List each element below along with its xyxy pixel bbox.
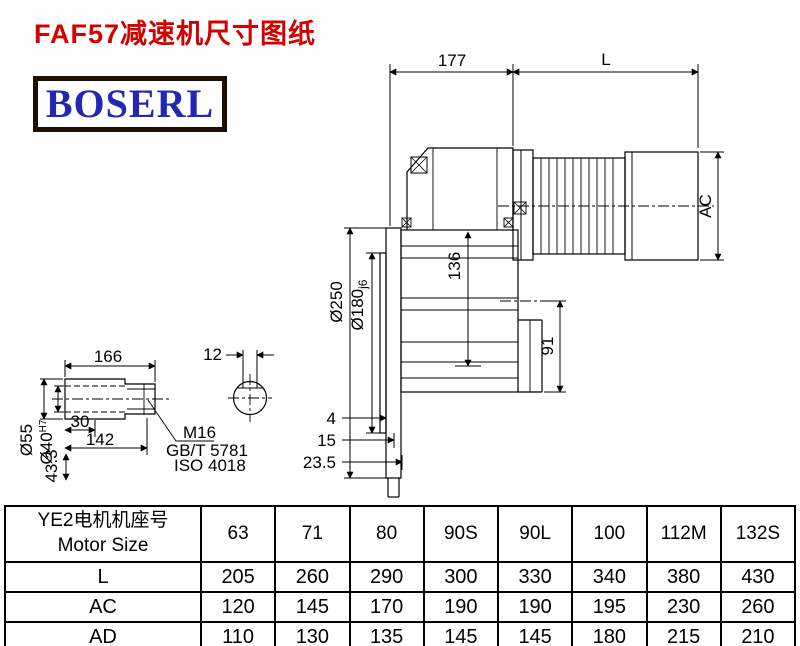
- motor-size-label-cn: YE2电机机座号: [37, 510, 169, 532]
- cell-AD: 215: [645, 621, 722, 646]
- cell-AC: 230: [645, 591, 722, 623]
- dim-30-142: [62, 418, 148, 481]
- dimension-table: YE2电机机座号 Motor Size 63 71 80 90S 90L 100…: [4, 505, 797, 646]
- table-header-motor-size: YE2电机机座号 Motor Size: [4, 505, 202, 563]
- table-col-header: 90L: [496, 505, 574, 563]
- page-title: FAF57减速机尺寸图纸: [34, 19, 317, 49]
- cell-AD: 145: [422, 621, 500, 646]
- dim-177-L: [389, 64, 699, 226]
- dim-55: [40, 378, 63, 420]
- row-label-L: L: [4, 561, 202, 593]
- cell-L: 205: [199, 561, 277, 593]
- cell-AD: 135: [348, 621, 425, 646]
- dim-label-166: 166: [94, 347, 122, 366]
- cell-L: 290: [348, 561, 425, 593]
- table-col-header: 132S: [719, 505, 797, 563]
- row-label-AC: AC: [4, 591, 202, 623]
- gearbox-adapter-outline: [401, 147, 514, 230]
- cell-AC: 260: [719, 591, 797, 623]
- dim-label-23-5: 23.5: [303, 453, 336, 472]
- dim-label-177: 177: [438, 51, 466, 70]
- dim-label-12: 12: [203, 345, 222, 364]
- table-row-AD: AD 110 130 135 145 145 180 215 210: [4, 621, 797, 646]
- shaft-end-view: [228, 374, 272, 422]
- dim-40: [54, 385, 64, 413]
- dim-label-AC: AC: [696, 194, 715, 218]
- dim-label-4: 4: [327, 409, 336, 428]
- table-col-header: 100: [571, 505, 648, 563]
- dim-166: [64, 360, 156, 382]
- cell-L: 300: [422, 561, 500, 593]
- table-col-header: 90S: [422, 505, 500, 563]
- dim-AC: [700, 151, 724, 261]
- table-col-header: 71: [274, 505, 351, 563]
- cell-AD: 145: [496, 621, 574, 646]
- cell-AD: 210: [719, 621, 797, 646]
- cell-L: 340: [571, 561, 648, 593]
- table-row-L: L 205 260 290 300 330 340 380 430: [4, 561, 797, 593]
- cell-AD: 110: [199, 621, 277, 646]
- output-flange-outline: [379, 227, 402, 498]
- motor-size-label-en: Motor Size: [57, 535, 149, 556]
- dim-91: [544, 300, 566, 393]
- cell-L: 380: [645, 561, 722, 593]
- cell-AC: 145: [274, 591, 351, 623]
- cell-AC: 170: [348, 591, 425, 623]
- dim-250: [344, 227, 386, 479]
- row-label-AD: AD: [4, 621, 202, 646]
- dim-4-15-23-5: [342, 414, 403, 470]
- table-row-AC: AC 120 145 170 190 190 195 230 260: [4, 591, 797, 623]
- cell-AC: 195: [571, 591, 648, 623]
- cell-AD: 180: [571, 621, 648, 646]
- dim-12: [226, 350, 274, 383]
- dim-label-136: 136: [445, 252, 464, 280]
- dim-label-43-3: 43.3: [42, 449, 61, 482]
- note-label-gbt5781: GB/T 5781: [166, 441, 248, 460]
- cell-L: 260: [274, 561, 351, 593]
- table-col-header: 63: [199, 505, 277, 563]
- dim-label-30: 30: [71, 412, 90, 431]
- dim-label-91: 91: [538, 337, 557, 356]
- cell-L: 430: [719, 561, 797, 593]
- dim-label-15: 15: [317, 431, 336, 450]
- shaft-side-view: [52, 378, 170, 420]
- table-col-header: 80: [348, 505, 425, 563]
- cell-L: 330: [496, 561, 574, 593]
- table-col-header: 112M: [645, 505, 722, 563]
- cell-AC: 120: [199, 591, 277, 623]
- dim-label-40: Ø40H7: [37, 419, 56, 464]
- note-label-m16: M16: [183, 423, 216, 442]
- brand-logo: BOSERL: [33, 76, 227, 132]
- dim-label-250: Ø250: [327, 281, 346, 323]
- dim-136: [455, 231, 481, 367]
- motor-outline: [498, 149, 714, 261]
- dim-180: [366, 252, 381, 434]
- cell-AD: 130: [274, 621, 351, 646]
- cell-AC: 190: [496, 591, 574, 623]
- note-label-iso4018: ISO 4018: [174, 456, 246, 475]
- dim-label-55: Ø55: [17, 424, 36, 456]
- dim-label-180: Ø180j6: [348, 279, 370, 330]
- table-header-row: YE2电机机座号 Motor Size 63 71 80 90S 90L 100…: [4, 505, 797, 563]
- dim-label-L: L: [601, 50, 610, 69]
- cell-AC: 190: [422, 591, 500, 623]
- dim-label-142: 142: [86, 430, 114, 449]
- technical-drawing: 177 L: [17, 50, 724, 498]
- brand-logo-text: BOSERL: [45, 81, 215, 126]
- thread-note-leader: [147, 399, 214, 442]
